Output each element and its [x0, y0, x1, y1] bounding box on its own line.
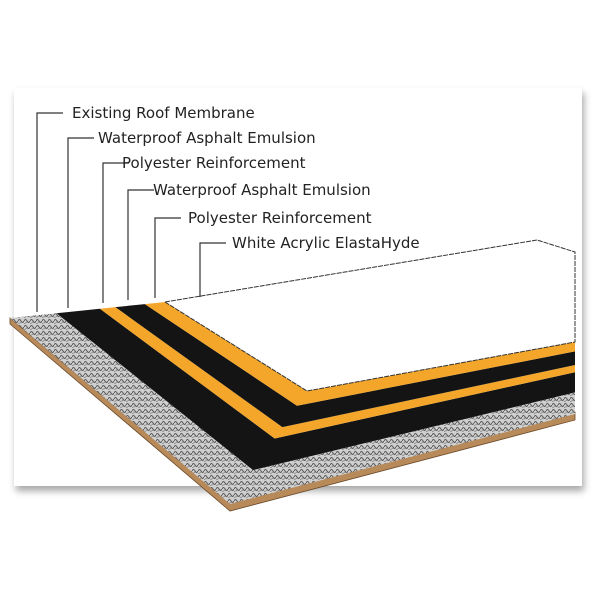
asphalt-layer-1: [56, 308, 575, 471]
leader-line: [102, 162, 129, 303]
layer-label: Waterproof Asphalt Emulsion: [153, 181, 371, 199]
leader-line: [154, 217, 181, 298]
leader-line: [36, 112, 63, 312]
polyester-layer-1: [99, 307, 576, 439]
white-acrylic-top-layer: [163, 239, 576, 392]
leader-line: [127, 189, 154, 300]
asphalt-layer-2: [115, 304, 576, 428]
layer-label: Polyester Reinforcement: [188, 209, 372, 227]
layer-label: Waterproof Asphalt Emulsion: [98, 129, 316, 147]
leader-line: [199, 242, 226, 297]
existing-membrane-layer: [10, 313, 575, 504]
layer-label: Polyester Reinforcement: [122, 154, 306, 172]
polyester-layer-2: [144, 302, 575, 406]
layer-label: White Acrylic ElastaHyde: [232, 234, 420, 252]
layer-label: Existing Roof Membrane: [72, 104, 255, 122]
leader-line: [67, 137, 94, 308]
